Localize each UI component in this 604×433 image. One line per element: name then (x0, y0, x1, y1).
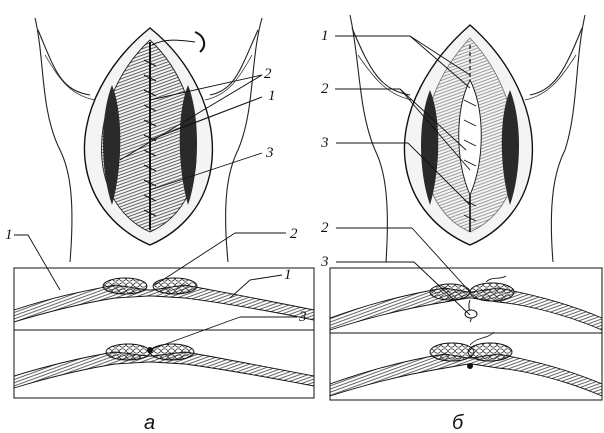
panel-a-label-3-section: 3 (298, 309, 307, 325)
panel-a-label-2-top: 2 (264, 66, 272, 82)
panel-b-label-2-section: 2 (321, 220, 329, 236)
panel-b-caption: б (452, 412, 464, 433)
panel-a-label-1-right: 1 (284, 267, 292, 283)
panel-b-label-2: 2 (321, 81, 329, 97)
panel-b-label-1: 1 (321, 28, 329, 44)
panel-a-label-1-top: 1 (268, 88, 276, 104)
panel-b-label-3-section: 3 (320, 254, 329, 270)
panel-b-label-3: 3 (320, 135, 329, 151)
panel-a: 2 1 3 1 2 1 3 а (5, 18, 314, 433)
panel-a-caption: а (144, 412, 155, 433)
panel-b: 1 2 3 2 3 б (320, 15, 602, 433)
panel-a-label-3-top: 3 (265, 145, 274, 161)
panel-a-label-2-section: 2 (290, 226, 298, 242)
panel-a-label-1-left: 1 (5, 227, 13, 243)
panel-b-incision (404, 25, 532, 245)
panel-a-incision (84, 28, 212, 245)
